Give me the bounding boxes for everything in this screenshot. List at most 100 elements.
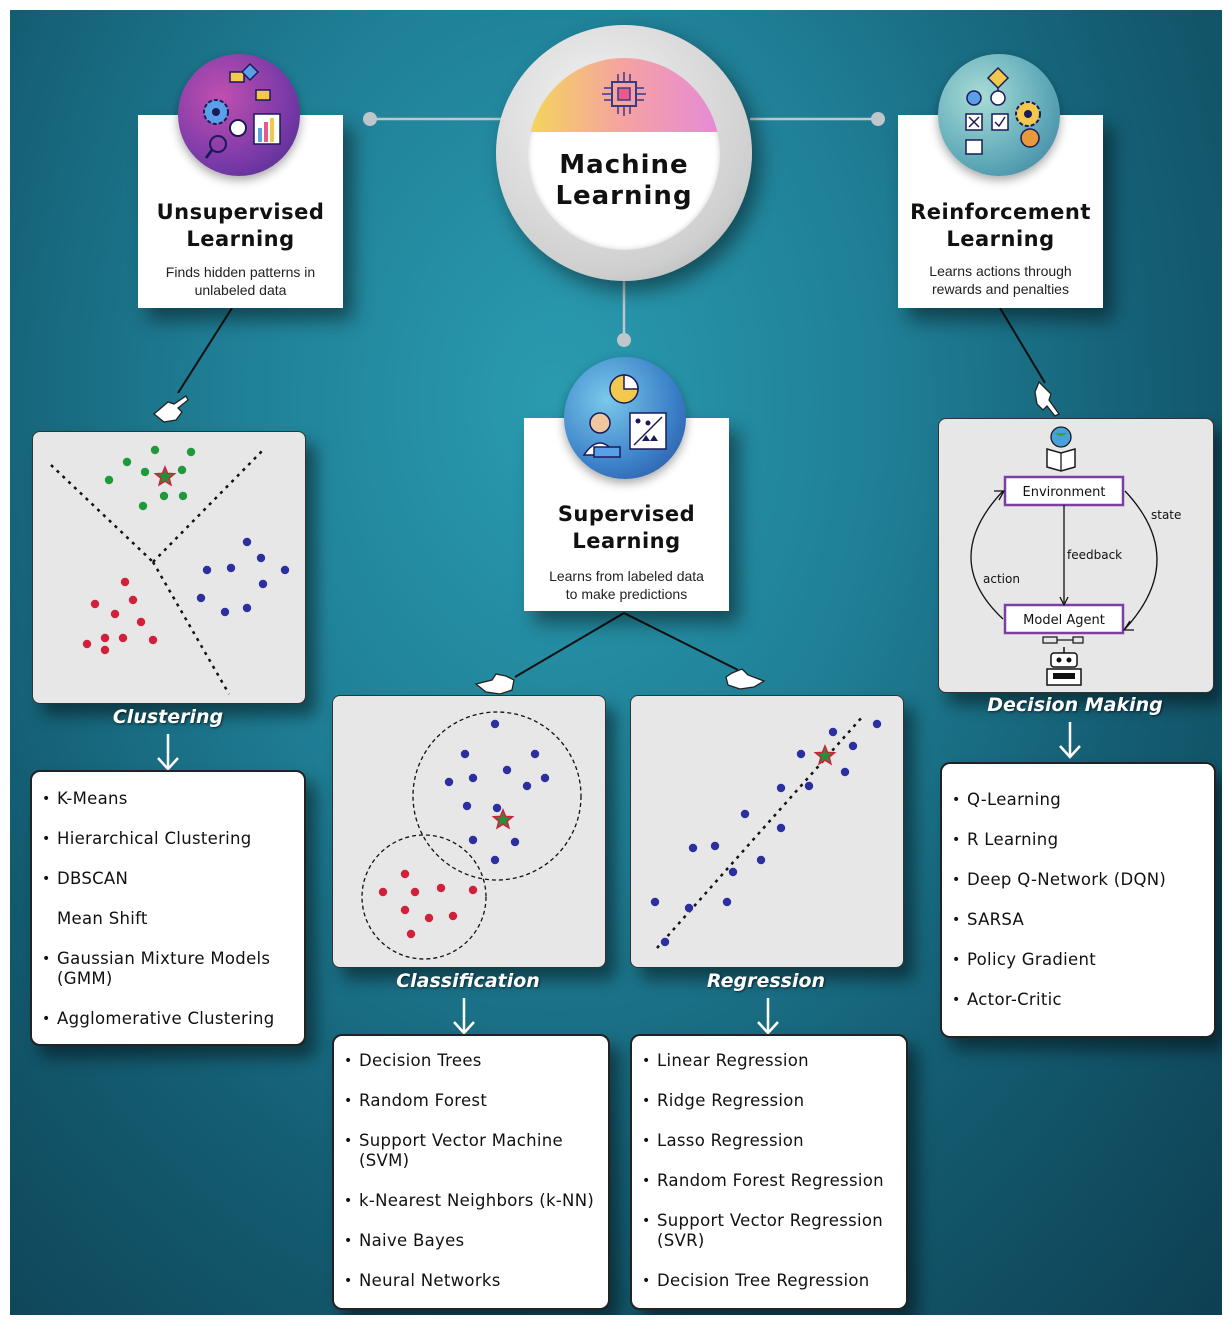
bullet: • <box>952 792 961 808</box>
list-item-label: Ridge Regression <box>657 1091 805 1110</box>
bullet: • <box>344 1053 353 1069</box>
classification-plot <box>361 711 582 960</box>
list-item: •Lasso Regression <box>632 1131 900 1151</box>
bullet: • <box>642 1093 651 1109</box>
blue-point <box>804 781 814 791</box>
connector-left-dot <box>363 112 377 126</box>
blue-point <box>444 777 454 787</box>
query-star <box>491 808 515 830</box>
red-point <box>468 885 478 895</box>
list-item-label: K-Means <box>57 789 128 808</box>
sup-to-class <box>514 612 625 678</box>
list-item-label: Naive Bayes <box>359 1231 465 1250</box>
blue-point <box>872 719 882 729</box>
clustering-caption: Clustering <box>112 706 224 728</box>
centroid-star <box>153 465 177 487</box>
red-point <box>90 599 100 609</box>
list-item: • Ridge Regression <box>632 1091 900 1111</box>
supervised-title-line1: Supervised <box>557 502 696 526</box>
blue-point <box>258 579 268 589</box>
feedback-label: feedback <box>1067 548 1122 562</box>
list-item: •Agglomerative Clustering <box>32 1009 298 1029</box>
list-item-label: Linear Regression <box>657 1051 809 1070</box>
red-point <box>136 617 146 627</box>
red-point <box>448 911 458 921</box>
cluster-blue <box>196 537 290 617</box>
analyst-chart-icon <box>564 357 686 479</box>
connector-lines <box>177 112 1046 678</box>
blue-point <box>202 565 212 575</box>
list-item: • Linear Regression <box>632 1051 900 1071</box>
clustering-panel <box>32 431 306 704</box>
bullet: • <box>42 951 51 967</box>
list-item: •Decision Trees <box>334 1051 602 1071</box>
cluster-green <box>104 445 196 511</box>
green-point <box>122 457 132 467</box>
reinforcement-desc-line1: Learns actions through <box>929 263 1072 279</box>
list-item-label: Mean Shift <box>57 909 148 928</box>
bullet: • <box>642 1133 651 1149</box>
classification-panel <box>332 695 606 968</box>
prediction-star <box>813 744 837 766</box>
red-point <box>100 645 110 655</box>
list-item: •Deep Q-Network (DQN) <box>942 870 1208 890</box>
green-point <box>150 445 160 455</box>
green-point <box>138 501 148 511</box>
list-item: •Policy Gradient <box>942 950 1208 970</box>
down-arrow-icon <box>453 998 475 1035</box>
bullet: • <box>42 871 51 887</box>
rl-algorithms-list: •Q-Learning•R Learning•Deep Q-Network (D… <box>940 762 1216 1038</box>
bullet: • <box>344 1233 353 1249</box>
green-point <box>159 491 169 501</box>
blue-point <box>710 841 720 851</box>
decision-making-caption: Decision Making <box>987 694 1163 716</box>
red-point <box>128 595 138 605</box>
pointing-hand-icon <box>1034 380 1060 417</box>
list-item: • Decision Tree Regression <box>632 1271 900 1291</box>
list-item-label: Random Forest <box>359 1091 488 1110</box>
unsupervised-title-line1: Unsupervised <box>156 200 325 224</box>
bullet: • <box>642 1273 651 1289</box>
list-item: •Actor-Critic <box>942 990 1208 1010</box>
list-item-label: Neural Networks <box>359 1271 501 1290</box>
red-point <box>406 929 416 939</box>
list-item-label: Deep Q-Network (DQN) <box>967 870 1167 889</box>
blue-point <box>462 801 472 811</box>
bullet: • <box>952 992 961 1008</box>
list-item: •K-Means <box>32 789 298 809</box>
red-point <box>400 869 410 879</box>
diagram-canvas: Machine Learning Unsupervised Learning F… <box>10 10 1222 1315</box>
blue-point <box>468 773 478 783</box>
list-item: • Gaussian Mixture Models (GMM) <box>32 949 298 989</box>
connector-right-dot <box>871 112 885 126</box>
blue-point <box>540 773 550 783</box>
list-item-label: Decision Tree Regression <box>657 1271 870 1290</box>
blue-point <box>776 783 786 793</box>
bullet: • <box>642 1053 651 1069</box>
list-item: •Support Vector Machine (SVM) <box>334 1131 602 1171</box>
red-point <box>424 913 434 923</box>
list-item-label: Gaussian Mixture Models (GMM) <box>57 949 271 988</box>
pointing-hand-icon <box>474 673 515 695</box>
reinforcement-desc-line2: rewards and penalties <box>932 281 1069 297</box>
bullet: • <box>952 952 961 968</box>
blue-point <box>502 765 512 775</box>
regression-caption: Regression <box>706 970 826 992</box>
list-item: • Naive Bayes <box>334 1231 602 1251</box>
unsupervised-title-line2: Learning <box>186 227 295 251</box>
list-item: •Hierarchical Clustering <box>32 829 298 849</box>
reinforcement-title-line2: Learning <box>946 227 1055 251</box>
red-point <box>82 639 92 649</box>
blue-point <box>776 823 786 833</box>
bullet: • <box>42 831 51 847</box>
red-point <box>436 883 446 893</box>
list-item-label: SARSA <box>967 910 1025 929</box>
list-item: •DBSCAN <box>32 869 298 889</box>
list-item-label: Random Forest Regression <box>657 1171 884 1190</box>
hub-title-line2: Learning <box>555 181 693 211</box>
blue-point <box>722 897 732 907</box>
list-item: •Q-Learning <box>942 790 1208 810</box>
class-red-points <box>378 869 478 939</box>
blue-point <box>492 803 502 813</box>
